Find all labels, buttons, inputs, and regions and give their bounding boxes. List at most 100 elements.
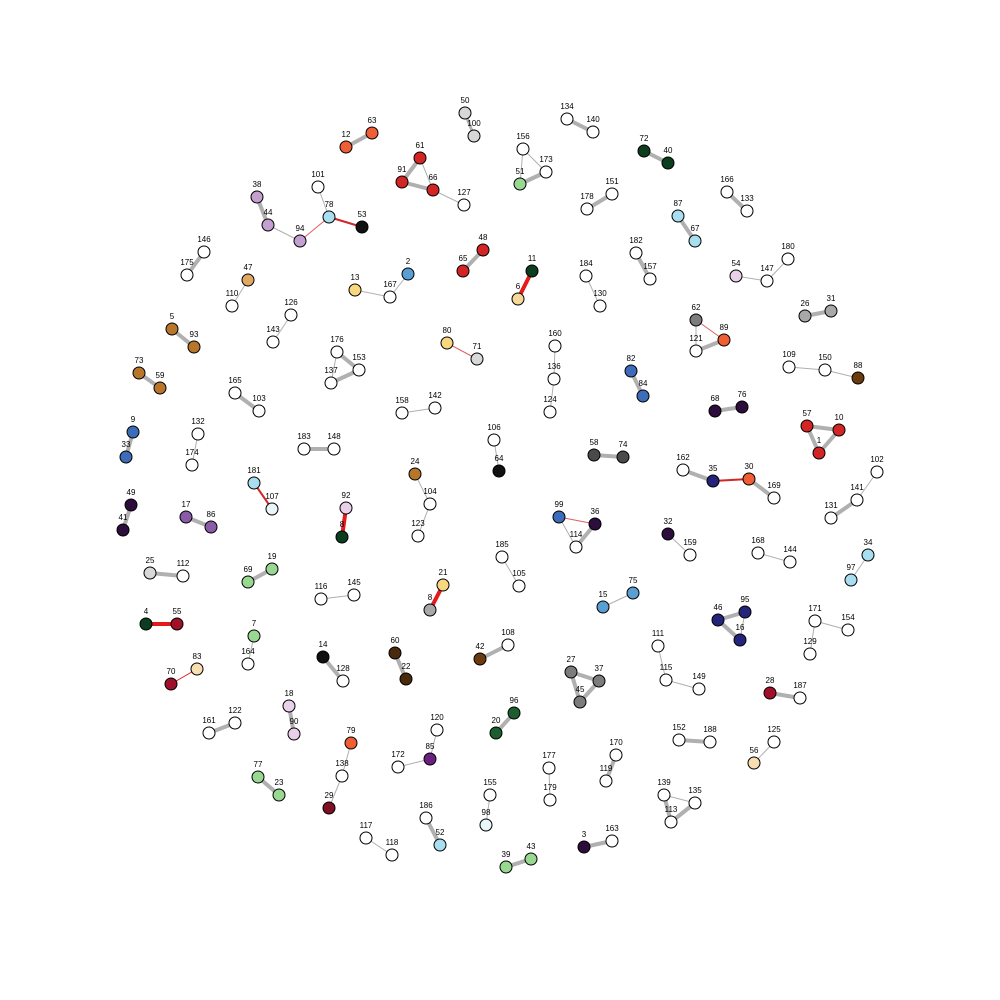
node-73[interactable] bbox=[132, 366, 146, 380]
node-78[interactable] bbox=[322, 210, 336, 224]
node-3[interactable] bbox=[577, 840, 591, 854]
node-1[interactable] bbox=[812, 446, 826, 460]
node-174[interactable] bbox=[185, 458, 199, 472]
node-39[interactable] bbox=[499, 860, 513, 874]
node-26[interactable] bbox=[798, 309, 812, 323]
node-54[interactable] bbox=[729, 269, 743, 283]
node-98[interactable] bbox=[479, 818, 493, 832]
node-155[interactable] bbox=[483, 788, 497, 802]
node-102[interactable] bbox=[870, 465, 884, 479]
node-4[interactable] bbox=[139, 617, 153, 631]
node-85[interactable] bbox=[423, 752, 437, 766]
node-154[interactable] bbox=[841, 623, 855, 637]
node-92[interactable] bbox=[339, 501, 353, 515]
node-106[interactable] bbox=[487, 433, 501, 447]
node-49[interactable] bbox=[124, 498, 138, 512]
node-109[interactable] bbox=[782, 360, 796, 374]
node-115[interactable] bbox=[659, 673, 673, 687]
node-186[interactable] bbox=[419, 811, 433, 825]
node-163[interactable] bbox=[605, 834, 619, 848]
node-118[interactable] bbox=[385, 848, 399, 862]
node-11[interactable] bbox=[525, 264, 539, 278]
node-95[interactable] bbox=[738, 605, 752, 619]
node-159[interactable] bbox=[683, 548, 697, 562]
node-87[interactable] bbox=[671, 209, 685, 223]
node-146[interactable] bbox=[197, 245, 211, 259]
node-75[interactable] bbox=[626, 586, 640, 600]
node-181[interactable] bbox=[247, 476, 261, 490]
node-48[interactable] bbox=[476, 243, 490, 257]
node-176[interactable] bbox=[330, 345, 344, 359]
node-137[interactable] bbox=[324, 376, 338, 390]
node-76[interactable] bbox=[735, 400, 749, 414]
node-111[interactable] bbox=[651, 639, 665, 653]
node-112[interactable] bbox=[176, 569, 190, 583]
node-156[interactable] bbox=[516, 142, 530, 156]
node-99[interactable] bbox=[552, 510, 566, 524]
node-129[interactable] bbox=[803, 647, 817, 661]
node-134[interactable] bbox=[560, 112, 574, 126]
node-91[interactable] bbox=[395, 175, 409, 189]
node-22[interactable] bbox=[399, 672, 413, 686]
node-175[interactable] bbox=[180, 268, 194, 282]
node-168[interactable] bbox=[751, 546, 765, 560]
node-141[interactable] bbox=[850, 493, 864, 507]
node-34[interactable] bbox=[861, 548, 875, 562]
node-124[interactable] bbox=[543, 405, 557, 419]
node-30[interactable] bbox=[742, 472, 756, 486]
node-161[interactable] bbox=[202, 726, 216, 740]
node-152[interactable] bbox=[672, 733, 686, 747]
node-145[interactable] bbox=[347, 588, 361, 602]
node-121[interactable] bbox=[689, 344, 703, 358]
node-136[interactable] bbox=[547, 372, 561, 386]
node-20[interactable] bbox=[489, 726, 503, 740]
node-67[interactable] bbox=[688, 234, 702, 248]
node-96[interactable] bbox=[507, 706, 521, 720]
node-177[interactable] bbox=[542, 761, 556, 775]
node-83[interactable] bbox=[190, 662, 204, 676]
node-66[interactable] bbox=[426, 183, 440, 197]
node-16[interactable] bbox=[733, 633, 747, 647]
node-123[interactable] bbox=[411, 529, 425, 543]
node-132[interactable] bbox=[191, 427, 205, 441]
node-165[interactable] bbox=[228, 386, 242, 400]
node-19[interactable] bbox=[265, 562, 279, 576]
node-148[interactable] bbox=[327, 442, 341, 456]
node-15[interactable] bbox=[596, 600, 610, 614]
node-164[interactable] bbox=[241, 657, 255, 671]
node-90[interactable] bbox=[287, 727, 301, 741]
node-74[interactable] bbox=[616, 450, 630, 464]
node-113[interactable] bbox=[664, 815, 678, 829]
node-46[interactable] bbox=[711, 613, 725, 627]
node-135[interactable] bbox=[688, 796, 702, 810]
node-126[interactable] bbox=[284, 308, 298, 322]
node-180[interactable] bbox=[781, 252, 795, 266]
node-101[interactable] bbox=[311, 180, 325, 194]
node-108[interactable] bbox=[501, 638, 515, 652]
node-160[interactable] bbox=[548, 339, 562, 353]
node-63[interactable] bbox=[365, 126, 379, 140]
node-2[interactable] bbox=[401, 267, 415, 281]
node-68[interactable] bbox=[708, 404, 722, 418]
node-27[interactable] bbox=[564, 665, 578, 679]
node-37[interactable] bbox=[592, 674, 606, 688]
node-52[interactable] bbox=[433, 838, 447, 852]
node-79[interactable] bbox=[344, 736, 358, 750]
node-56[interactable] bbox=[747, 756, 761, 770]
node-28[interactable] bbox=[763, 686, 777, 700]
node-17[interactable] bbox=[179, 510, 193, 524]
node-179[interactable] bbox=[543, 793, 557, 807]
node-120[interactable] bbox=[430, 723, 444, 737]
node-166[interactable] bbox=[720, 185, 734, 199]
node-8[interactable] bbox=[335, 530, 349, 544]
node-122[interactable] bbox=[228, 716, 242, 730]
node-33[interactable] bbox=[119, 450, 133, 464]
node-114[interactable] bbox=[569, 540, 583, 554]
node-173[interactable] bbox=[539, 165, 553, 179]
node-55[interactable] bbox=[170, 617, 184, 631]
node-157[interactable] bbox=[643, 272, 657, 286]
node-60[interactable] bbox=[388, 646, 402, 660]
node-36[interactable] bbox=[588, 517, 602, 531]
node-117[interactable] bbox=[359, 831, 373, 845]
node-110[interactable] bbox=[225, 299, 239, 313]
